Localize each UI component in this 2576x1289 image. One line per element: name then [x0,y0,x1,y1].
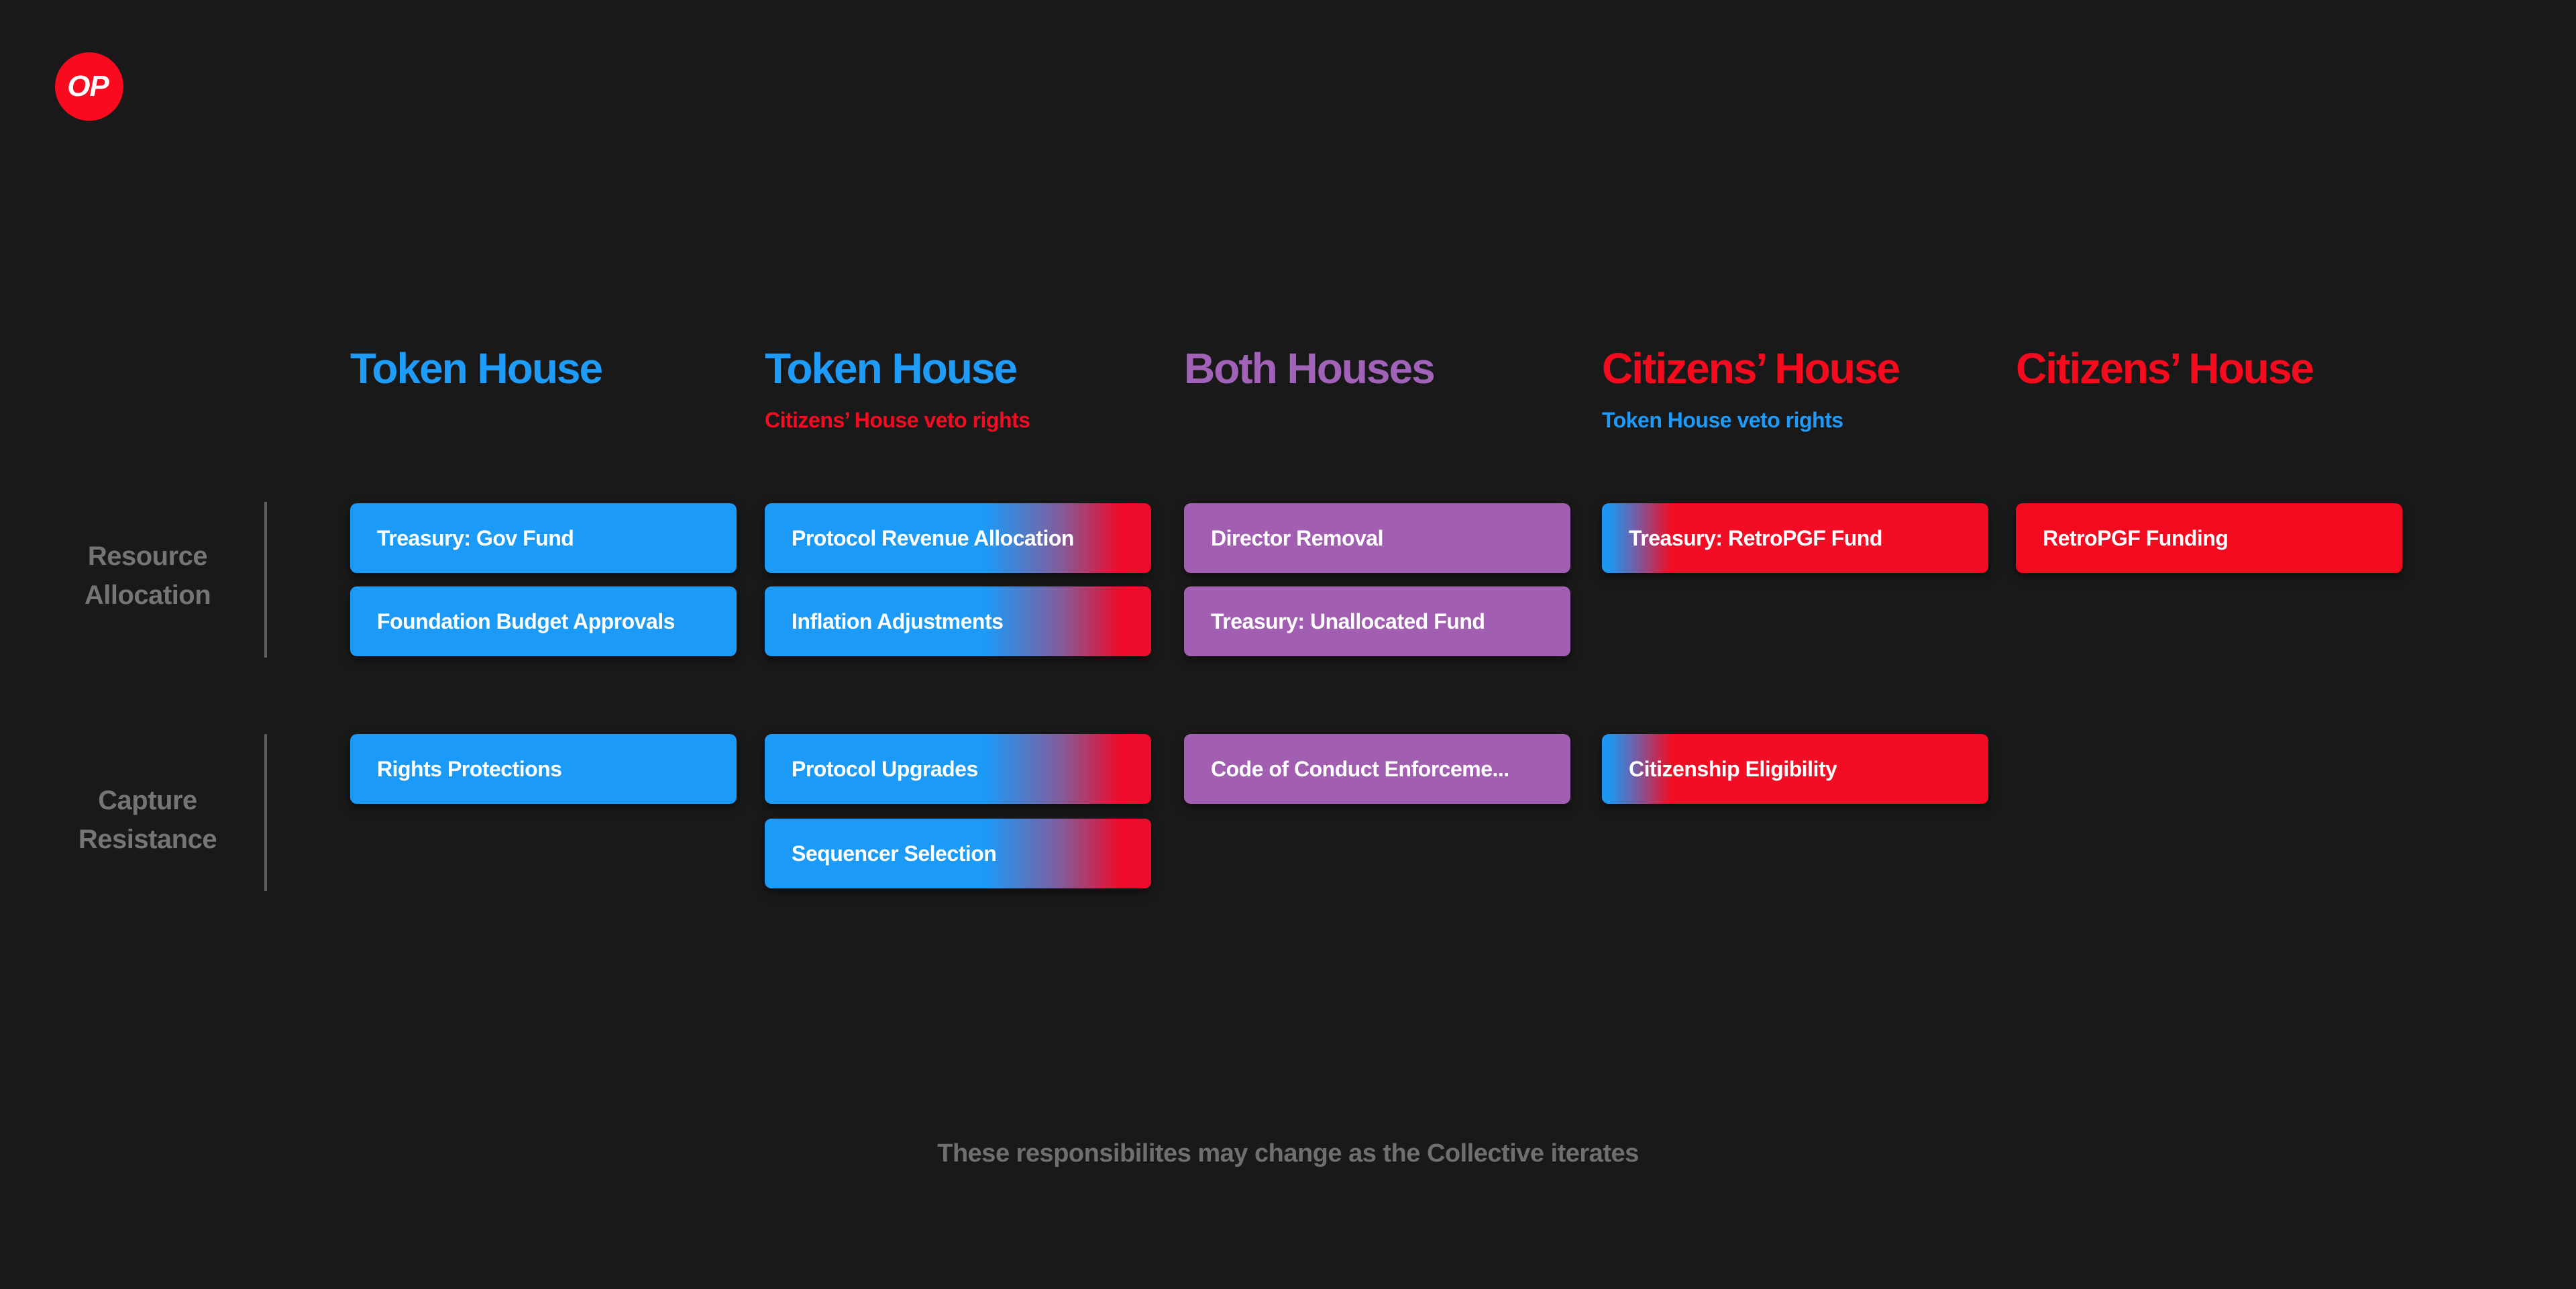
column-header-token-house-veto: Token House Citizens’ House veto rights [765,346,1030,433]
row-divider-resource-allocation [264,502,267,658]
column-title: Token House [765,344,1018,393]
pill-treasury-gov-fund: Treasury: Gov Fund [350,503,737,573]
pill-inflation-adjustments: Inflation Adjustments [765,586,1151,656]
column-header-citizens-house-veto: Citizens’ House Token House veto rights [1602,344,1900,433]
pill-label: Citizenship Eligibility [1629,756,1837,781]
pill-label: Inflation Adjustments [792,609,1004,633]
pill-label: Treasury: Gov Fund [377,525,574,550]
row-label-resource-allocation: Resource Allocation [40,537,255,615]
column-header-citizens-house: Citizens’ House [2016,344,2314,393]
column-header-token-house: Token House [350,344,603,393]
pill-treasury-retropgf-fund: Treasury: RetroPGF Fund [1602,503,1988,573]
row-label-line: Resistance [78,825,217,854]
pill-rights-protections: Rights Protections [350,734,737,804]
pill-director-removal: Director Removal [1184,503,1570,573]
pill-label: Treasury: RetroPGF Fund [1629,525,1882,550]
pill-label: RetroPGF Funding [2043,525,2229,550]
pill-citizenship-eligibility: Citizenship Eligibility [1602,734,1988,804]
column-title: Citizens’ House [2016,344,2314,393]
row-label-line: Allocation [84,580,211,610]
pill-label: Protocol Upgrades [792,756,978,781]
column-subtitle: Citizens’ House veto rights [765,408,1030,432]
pill-label: Treasury: Unallocated Fund [1211,609,1485,633]
op-logo: OP [55,52,123,121]
pill-code-of-conduct-enforcement: Code of Conduct Enforceme... [1184,734,1570,804]
pill-retropgf-funding: RetroPGF Funding [2016,503,2402,573]
pill-label: Sequencer Selection [792,841,997,866]
pill-label: Protocol Revenue Allocation [792,525,1074,550]
row-label-line: Capture [98,786,197,815]
column-title: Citizens’ House [1602,344,1900,393]
pill-foundation-budget-approvals: Foundation Budget Approvals [350,586,737,656]
column-subtitle: Token House veto rights [1602,408,1843,432]
row-label-line: Resource [87,542,208,571]
pill-label: Director Removal [1211,525,1383,550]
column-title: Token House [350,344,603,393]
pill-sequencer-selection: Sequencer Selection [765,819,1151,888]
column-title: Both Houses [1184,344,1436,393]
pill-protocol-upgrades: Protocol Upgrades [765,734,1151,804]
footer-note: These responsibilites may change as the … [937,1139,1639,1168]
pill-treasury-unallocated-fund: Treasury: Unallocated Fund [1184,586,1570,656]
pill-label: Rights Protections [377,756,562,781]
pill-protocol-revenue-allocation: Protocol Revenue Allocation [765,503,1151,573]
pill-label: Code of Conduct Enforceme... [1211,756,1509,781]
op-logo-text: OP [67,70,109,103]
row-divider-capture-resistance [264,734,267,891]
row-label-capture-resistance: Capture Resistance [40,781,255,859]
column-header-both-houses: Both Houses [1184,344,1436,393]
pill-label: Foundation Budget Approvals [377,609,675,633]
